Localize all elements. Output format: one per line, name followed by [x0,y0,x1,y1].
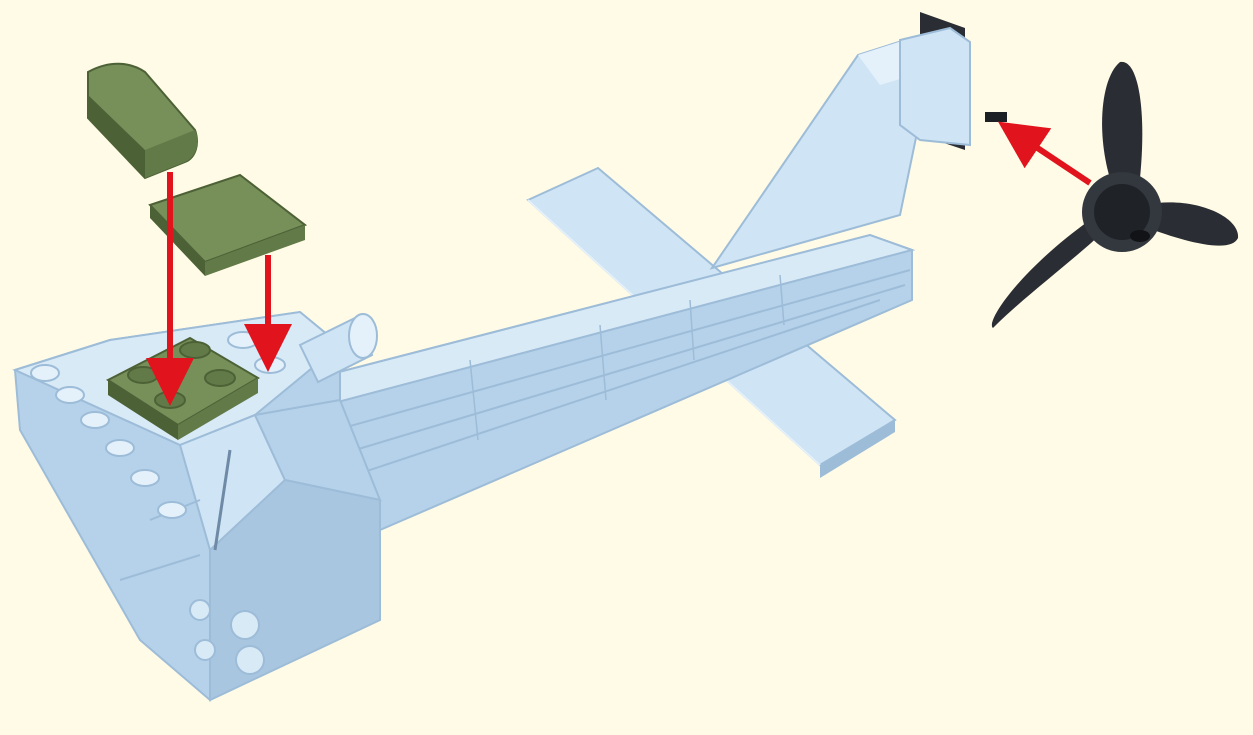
tail-axle [985,112,1007,122]
